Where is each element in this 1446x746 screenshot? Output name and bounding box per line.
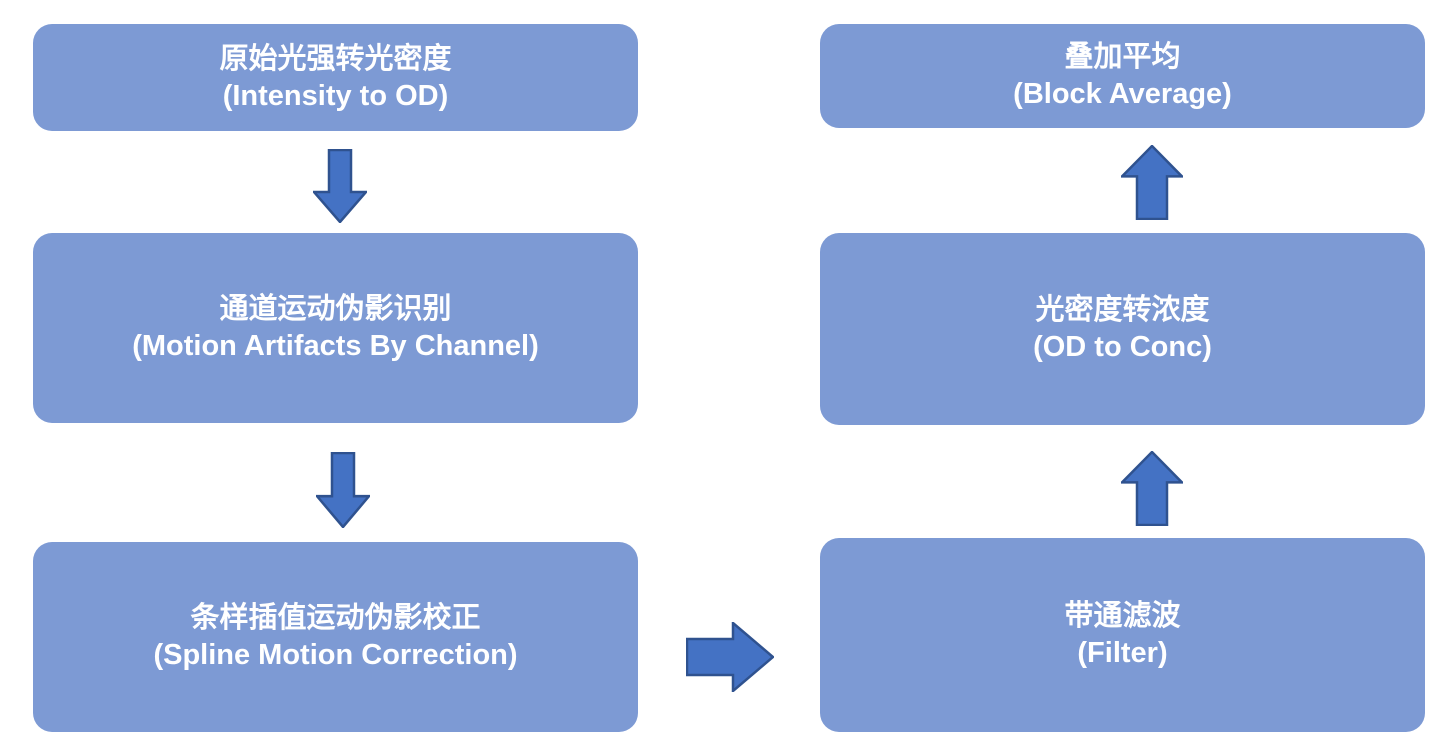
box-label-zh: 叠加平均 (1064, 41, 1181, 74)
right-arrow-icon (686, 622, 774, 692)
box-label-zh: 带通滤波 (1064, 600, 1181, 633)
flow-box-spline-correction: 条样插值运动伪影校正 (Spline Motion Correction) (33, 542, 638, 732)
box-label-en: (Filter) (1077, 637, 1168, 669)
up-arrow-icon (1121, 451, 1183, 526)
box-label-en: (Motion Artifacts By Channel) (132, 330, 539, 362)
up-arrow-icon (1121, 145, 1183, 220)
box-label-zh: 原始光强转光密度 (219, 42, 452, 75)
box-label-en: (Intensity to OD) (222, 79, 449, 112)
down-arrow-icon (313, 149, 367, 223)
box-label-zh: 条样插值运动伪影校正 (190, 602, 481, 635)
box-label-en: (OD to Conc) (1033, 331, 1212, 363)
flow-box-motion-artifacts: 通道运动伪影识别 (Motion Artifacts By Channel) (33, 233, 638, 423)
flow-box-od-to-conc: 光密度转浓度 (OD to Conc) (820, 233, 1425, 425)
box-label-zh: 通道运动伪影识别 (219, 293, 452, 326)
down-arrow-icon (316, 452, 370, 528)
box-label-en: (Block Average) (1013, 78, 1232, 110)
flow-box-bandpass-filter: 带通滤波 (Filter) (820, 538, 1425, 732)
flow-box-intensity-to-od: 原始光强转光密度 (Intensity to OD) (33, 24, 638, 131)
flow-box-block-average: 叠加平均 (Block Average) (820, 24, 1425, 128)
box-label-zh: 光密度转浓度 (1035, 294, 1210, 327)
box-label-en: (Spline Motion Correction) (153, 639, 518, 671)
